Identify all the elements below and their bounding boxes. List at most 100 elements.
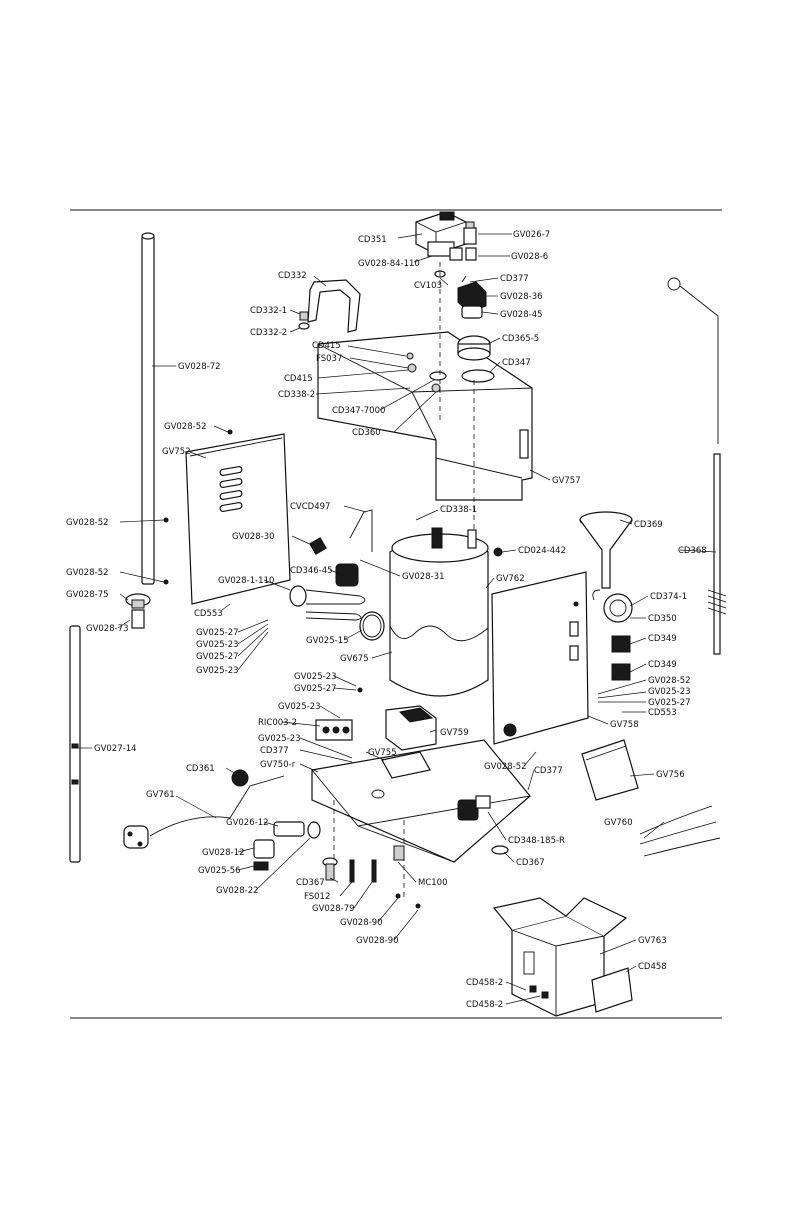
label-mc100: MC100 <box>418 878 448 888</box>
label-gv752: GV752 <box>162 447 191 457</box>
grommet-cd361 <box>231 769 249 787</box>
label-cd374-1: CD374-1 <box>650 592 687 602</box>
screw-gv028-52 <box>163 517 169 523</box>
wand-cd368 <box>667 277 727 655</box>
brand-logo-mark <box>503 723 517 737</box>
power-cable-gv761 <box>123 775 285 849</box>
label-gv025-23-d: GV025-23 <box>648 687 691 697</box>
label-gv762: GV762 <box>496 574 525 584</box>
cap-cd365-5 <box>457 335 491 361</box>
switch-cd349 <box>611 635 631 653</box>
label-gv027-14: GV027-14 <box>94 744 137 754</box>
fitting-cd024-442 <box>493 547 503 557</box>
fitting-gv028-73 <box>131 609 145 629</box>
label-gv757: GV757 <box>552 476 581 486</box>
label-cd369: CD369 <box>634 520 663 530</box>
pressure-sensor-cd346-45 <box>335 563 359 587</box>
label-gv028-52-e: GV028-52 <box>484 762 527 772</box>
heating-element-gv028-1-110 <box>289 585 366 621</box>
label-gv028-12: GV028-12 <box>202 848 245 858</box>
label-cd351: CD351 <box>358 235 387 245</box>
foot-cd367 <box>491 845 509 855</box>
right-side-panel <box>491 571 589 745</box>
label-cd553-b: CD553 <box>648 708 677 718</box>
label-cd553: CD553 <box>194 609 223 619</box>
label-cd458-2: CD458-2 <box>466 978 503 988</box>
gasket-cd347-7000 <box>429 371 447 381</box>
label-gv028-73: GV028-73 <box>86 624 129 634</box>
wires-gv760 <box>639 805 721 857</box>
label-gv026-12: GV026-12 <box>226 818 269 828</box>
label-cd350: CD350 <box>648 614 677 624</box>
label-cd347-7000: CD347-7000 <box>332 406 385 416</box>
steam-pipe-gv027-14 <box>69 625 81 863</box>
label-cd368: CD368 <box>678 546 707 556</box>
handle-screw-cd332-1 <box>299 311 309 321</box>
label-cd367: CD367 <box>516 858 545 868</box>
solenoid-valve <box>415 211 467 261</box>
label-gv028-90-b: GV028-90 <box>356 936 399 946</box>
nut-gv025-56 <box>253 861 269 871</box>
label-cd458-2-b: CD458-2 <box>466 1000 503 1010</box>
label-gv025-23: GV025-23 <box>196 640 239 650</box>
manual-gv756 <box>581 739 639 801</box>
label-gv028-52-c: GV028-52 <box>66 568 109 578</box>
label-gv025-23-e: GV025-23 <box>278 702 321 712</box>
label-gv028-84-110: GV028-84-110 <box>358 259 420 269</box>
label-cd347: CD347 <box>502 358 531 368</box>
relay-gv759 <box>385 705 437 751</box>
screw-gv028-79 <box>371 859 377 883</box>
screw-cd415 <box>406 352 414 360</box>
label-gv028-31: GV028-31 <box>402 572 445 582</box>
label-gv028-22: GV028-22 <box>216 886 259 896</box>
left-side-panel <box>185 433 291 605</box>
label-cd338-1: CD338-1 <box>440 505 477 515</box>
screw-gv028-90 <box>415 903 421 909</box>
label-gv028-79: GV028-79 <box>312 904 355 914</box>
label-gv025-27-c: GV025-27 <box>294 684 337 694</box>
label-gv028-36: GV028-36 <box>500 292 543 302</box>
bracket-gv755 <box>381 751 431 779</box>
label-gv760: GV760 <box>604 818 633 828</box>
label-gv025-56: GV025-56 <box>198 866 241 876</box>
label-gv756: GV756 <box>656 770 685 780</box>
label-gv025-15: GV025-15 <box>306 636 349 646</box>
boiler-tank <box>389 527 489 697</box>
label-gv028-1-110: GV028-1-110 <box>218 576 274 586</box>
washer-gv028-22 <box>307 821 321 839</box>
label-gv028-30: GV028-30 <box>232 532 275 542</box>
top-cover <box>317 331 533 501</box>
screw-fs012 <box>349 859 355 883</box>
label-cd348-185-r: CD348-185-R <box>508 836 565 846</box>
label-cd377-b: CD377 <box>534 766 563 776</box>
label-cv103: CV103 <box>414 281 442 291</box>
gasket-gv025-15 <box>359 611 385 641</box>
nut-gv025-23 <box>357 687 363 693</box>
nut-cd360 <box>431 383 441 393</box>
fitting-gv026-7 <box>463 221 477 245</box>
label-cd332-2: CD332-2 <box>250 328 287 338</box>
gauge-cd374-1 <box>592 589 633 623</box>
label-cd365-5: CD365-5 <box>502 334 539 344</box>
label-gv755: GV755 <box>368 748 397 758</box>
label-cd377-a: CD377 <box>260 746 289 756</box>
screw-gv028-52 <box>227 429 233 435</box>
label-gv028-52: GV028-52 <box>164 422 207 432</box>
foot-cd367 <box>322 857 338 881</box>
pressure-switch <box>457 275 487 319</box>
label-cd360: CD360 <box>352 428 381 438</box>
pipe-gv028-72 <box>141 232 155 585</box>
tube-cvcd497 <box>349 509 373 552</box>
nozzle-gv028-75 <box>125 593 151 609</box>
terminal-ric003-2 <box>315 719 353 741</box>
fitting-gv028-12 <box>253 839 275 859</box>
label-fs037: FS037 <box>316 354 342 364</box>
label-gv028-72: GV028-72 <box>178 362 221 372</box>
label-cvcd497: CVCD497 <box>290 502 330 512</box>
label-gv028-52-d: GV028-52 <box>648 676 691 686</box>
label-gv028-90: GV028-90 <box>340 918 383 928</box>
label-cd415-b: CD415 <box>284 374 313 384</box>
label-cd332-1: CD332-1 <box>250 306 287 316</box>
label-gv761: GV761 <box>146 790 175 800</box>
